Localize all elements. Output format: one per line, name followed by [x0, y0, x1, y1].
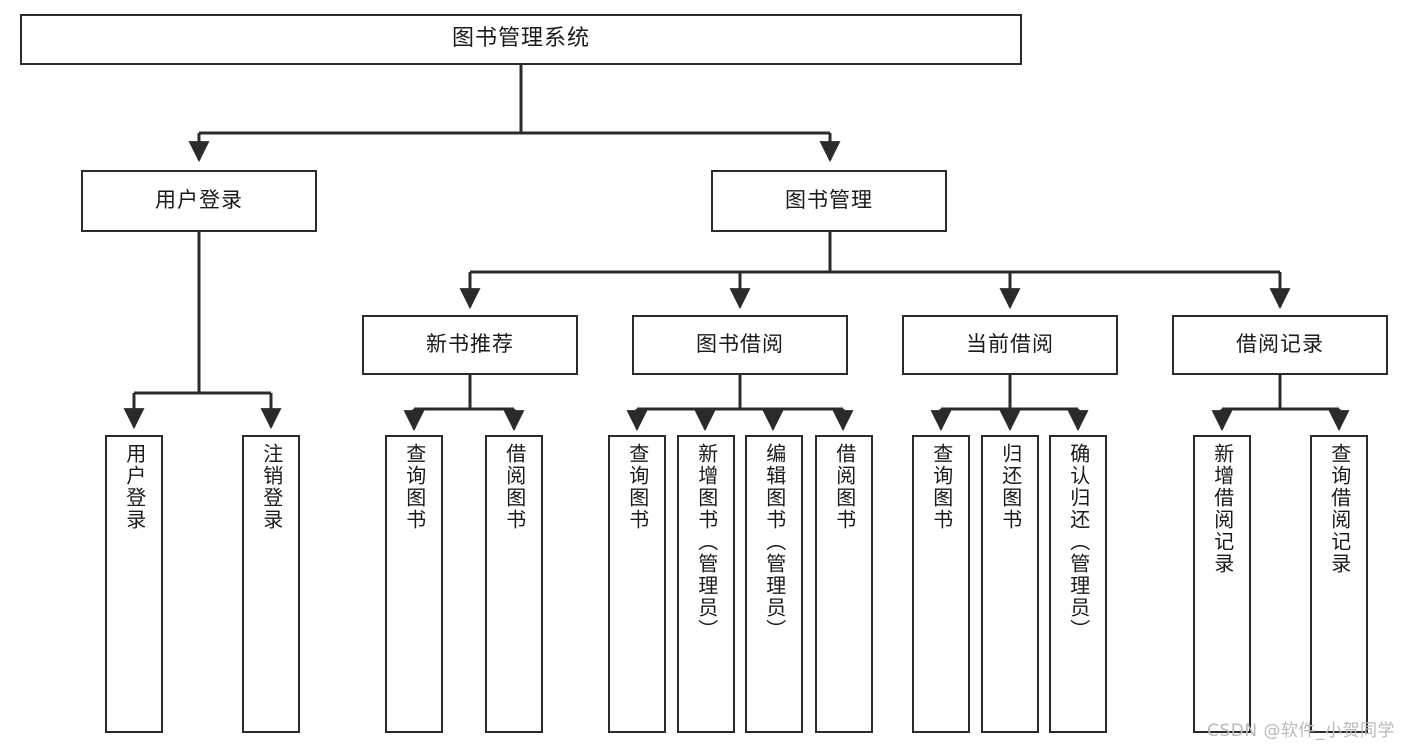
node-label: 新书推荐: [426, 332, 514, 357]
node-label: 当前借阅: [966, 332, 1054, 357]
leaf-record-query-record[interactable]: 查询借阅记录: [1310, 435, 1368, 733]
node-new-book-recommend[interactable]: 新书推荐: [362, 315, 578, 375]
watermark-text: CSDN @软件_小贺同学: [1207, 721, 1395, 741]
leaf-label: 编辑图书（管理员）: [762, 443, 787, 641]
leaf-label: 新增借阅记录: [1210, 443, 1235, 575]
leaf-label: 查询借阅记录: [1327, 443, 1352, 575]
leaf-borrow-edit-book[interactable]: 编辑图书（管理员）: [745, 435, 803, 733]
leaf-label: 查询图书: [402, 443, 427, 531]
node-label: 图书借阅: [696, 332, 784, 357]
node-current-borrow[interactable]: 当前借阅: [902, 315, 1118, 375]
node-label: 图书管理: [785, 188, 873, 213]
leaf-label: 新增图书（管理员）: [694, 443, 719, 641]
leaf-label: 查询图书: [929, 443, 954, 531]
node-root-system[interactable]: 图书管理系统: [20, 14, 1022, 65]
leaf-label: 注销登录: [259, 443, 284, 531]
node-label: 图书管理系统: [451, 26, 590, 52]
node-book-borrow[interactable]: 图书借阅: [632, 315, 848, 375]
leaf-user-login-logout[interactable]: 注销登录: [242, 435, 300, 733]
node-borrow-record[interactable]: 借阅记录: [1172, 315, 1388, 375]
leaf-user-login-login[interactable]: 用户登录: [105, 435, 163, 733]
leaf-label: 确认归还（管理员）: [1066, 443, 1091, 641]
node-label: 用户登录: [155, 188, 243, 213]
leaf-current-query-book[interactable]: 查询图书: [912, 435, 970, 733]
leaf-recommend-borrow-book[interactable]: 借阅图书: [485, 435, 543, 733]
leaf-borrow-borrow-book[interactable]: 借阅图书: [815, 435, 873, 733]
node-label: 借阅记录: [1236, 332, 1324, 357]
node-user-login[interactable]: 用户登录: [81, 170, 317, 232]
leaf-record-add-record[interactable]: 新增借阅记录: [1193, 435, 1251, 733]
leaf-borrow-add-book[interactable]: 新增图书（管理员）: [677, 435, 735, 733]
node-book-management[interactable]: 图书管理: [711, 170, 947, 232]
leaf-label: 归还图书: [998, 443, 1023, 531]
leaf-label: 借阅图书: [832, 443, 857, 531]
leaf-label: 借阅图书: [502, 443, 527, 531]
leaf-label: 用户登录: [122, 443, 147, 531]
leaf-label: 查询图书: [625, 443, 650, 531]
leaf-recommend-query-book[interactable]: 查询图书: [385, 435, 443, 733]
leaf-current-return-book[interactable]: 归还图书: [981, 435, 1039, 733]
leaf-borrow-query-book[interactable]: 查询图书: [608, 435, 666, 733]
leaf-current-confirm-return[interactable]: 确认归还（管理员）: [1049, 435, 1107, 733]
